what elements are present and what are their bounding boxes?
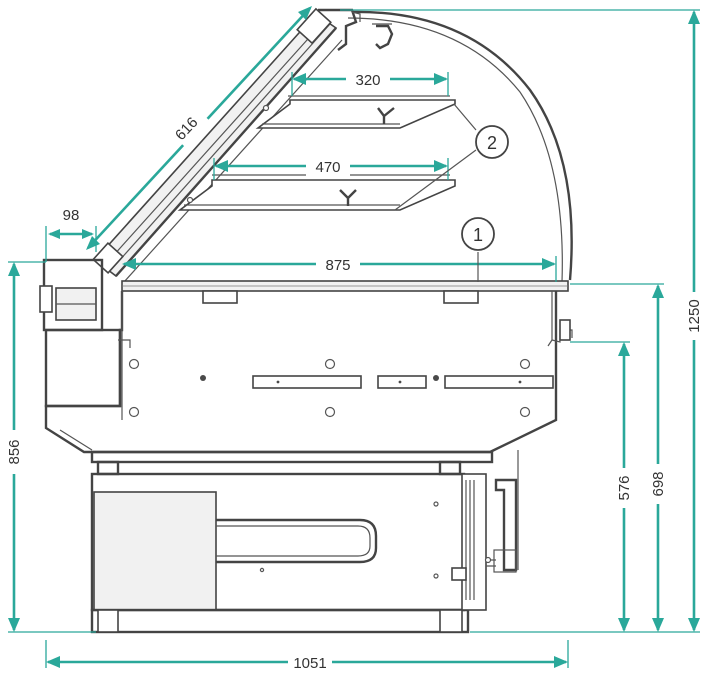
lamp-fixture (375, 24, 394, 50)
refrigeration-unit (451, 450, 519, 611)
left-panel (39, 258, 122, 408)
dim-98: 98 (45, 207, 97, 262)
counter-drawing (39, 7, 573, 634)
dim-text-698: 698 (650, 471, 667, 496)
upper-shelf (255, 95, 456, 129)
base-stand (90, 450, 494, 634)
dim-875: 875 (122, 254, 557, 282)
dim-text-1250: 1250 (686, 299, 703, 332)
callouts: 1 2 (394, 103, 509, 282)
dim-shelf-320: 320 (291, 69, 449, 96)
dimension-lines: 1051 856 1250 6 (4, 6, 704, 672)
dim-text-856: 856 (6, 439, 23, 464)
callout-label-2: 2 (487, 133, 497, 153)
dim-overall-height: 1250 (340, 9, 704, 633)
dim-text-1051: 1051 (293, 655, 326, 672)
callout-bubble-1 (461, 217, 495, 251)
dim-text-576: 576 (616, 475, 633, 500)
dim-698: 698 (570, 283, 668, 632)
dim-shelf-470: 470 (213, 156, 449, 180)
curved-front-glass (351, 10, 573, 281)
callout-label-1: 1 (473, 225, 483, 245)
display-deck (121, 280, 569, 304)
lower-shelf (177, 174, 456, 211)
dim-counter-height: 856 (4, 261, 96, 633)
dim-text-875: 875 (325, 257, 350, 274)
dim-576: 576 (570, 341, 634, 632)
dim-text-98: 98 (63, 207, 80, 224)
dim-text-320: 320 (355, 72, 380, 89)
callout-bubble-2 (475, 125, 509, 159)
dim-text-470: 470 (315, 159, 340, 176)
cabinet-body (44, 291, 573, 454)
inclined-glass-frame (92, 7, 343, 283)
dim-overall-width: 1051 (45, 640, 569, 672)
